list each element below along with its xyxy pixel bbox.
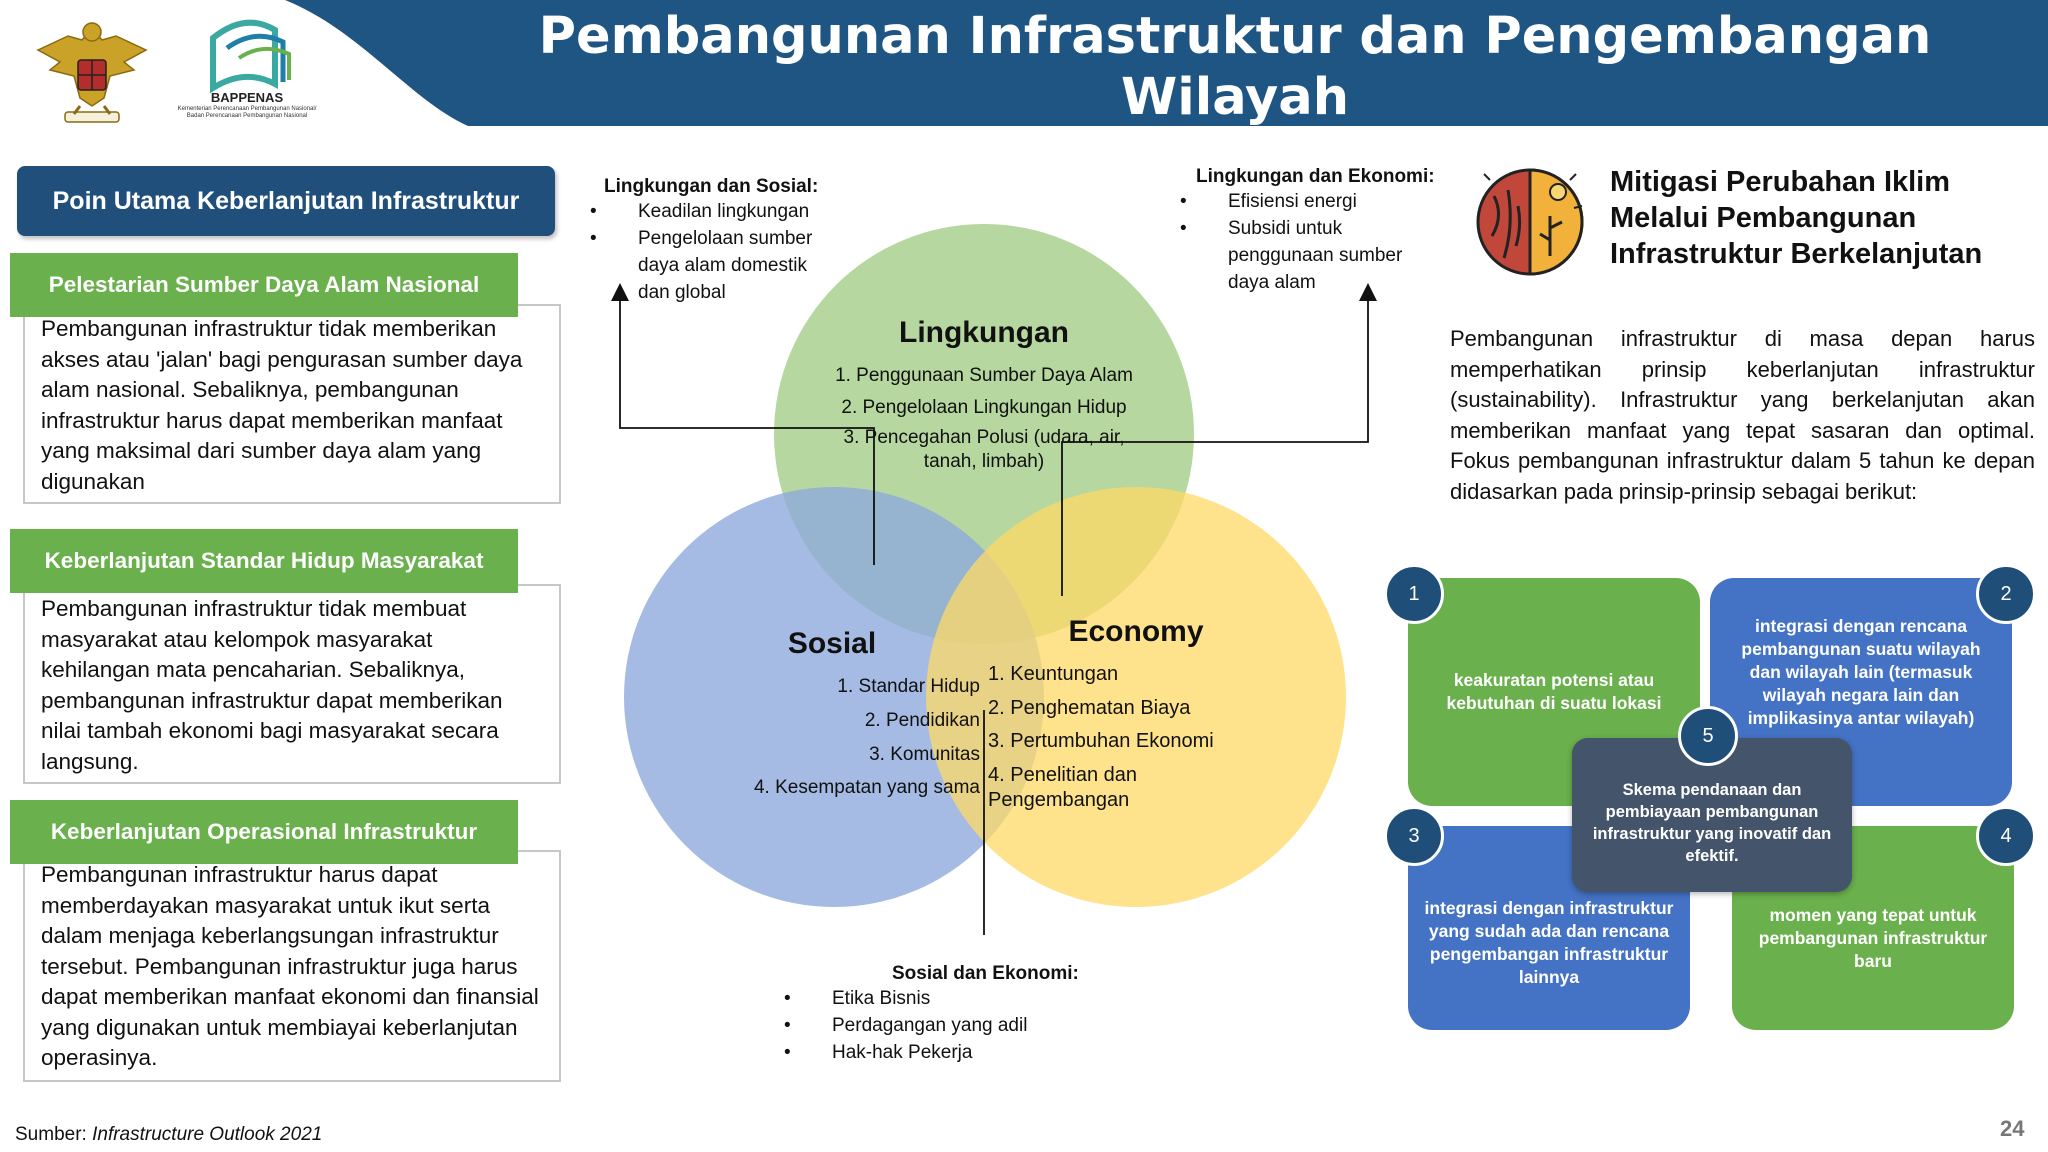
principle-card-3: integrasi dengan infrastruktur yang suda… xyxy=(1408,826,1690,1030)
section-3-title: Keberlanjutan Operasional Infrastruktur xyxy=(10,800,518,864)
page-title-line-2: berbasis Infrastruktur Berkelanjutan xyxy=(706,129,1764,188)
venn-sosial-item-2: 2. Pendidikan xyxy=(865,710,980,731)
note-lingkungan-ekonomi: Lingkungan dan Ekonomi: Efisiensi energi… xyxy=(1180,166,1440,296)
venn-sosial-item-4: 4. Kesempatan yang sama xyxy=(754,777,980,798)
bappenas-logo-icon xyxy=(210,19,291,94)
venn-economy-item-3: 3. Pertumbuhan Ekonomi xyxy=(988,730,1214,752)
principle-badge-5: 5 xyxy=(1678,706,1738,766)
principle-badge-1: 1 xyxy=(1384,564,1444,624)
source-text: Infrastructure Outlook 2021 xyxy=(92,1124,323,1145)
right-panel-paragraph: Pembangunan infrastruktur di masa depan … xyxy=(1450,326,2035,504)
note-sosial-ekonomi-item-2: Perdagangan yang adil xyxy=(784,1012,1084,1039)
venn-economy-item-2: 2. Penghematan Biaya xyxy=(988,697,1191,719)
section-1-box: Pembangunan infrastruktur tidak memberik… xyxy=(23,304,561,504)
note-sosial-ekonomi-item-1: Etika Bisnis xyxy=(784,985,1084,1012)
note-sosial-ekonomi-title: Sosial dan Ekonomi: xyxy=(892,963,1079,984)
note-lingkungan-ekonomi-item-1: Efisiensi energi xyxy=(1180,188,1440,215)
note-lingkungan-sosial-item-2: Pengelolaan sumber daya alam domestik da… xyxy=(590,225,840,306)
note-lingkungan-sosial-title: Lingkungan dan Sosial: xyxy=(604,176,819,197)
note-sosial-ekonomi-item-3: Hak-hak Pekerja xyxy=(784,1039,1084,1066)
right-panel-heading: Mitigasi Perubahan Iklim Melalui Pembang… xyxy=(1610,166,1983,270)
left-panel-heading: Poin Utama Keberlanjutan Infrastruktur xyxy=(17,166,555,236)
venn-sosial-item-3: 3. Komunitas xyxy=(869,744,980,765)
source-note: Sumber: Infrastructure Outlook 2021 xyxy=(15,1124,322,1146)
venn-economy-item-4: 4. Penelitian dan xyxy=(988,764,1137,786)
principle-card-1-text: keakuratan potensi atau kebutuhan di sua… xyxy=(1446,670,1662,713)
section-1-title: Pelestarian Sumber Daya Alam Nasional xyxy=(10,253,518,317)
source-label: Sumber: xyxy=(15,1124,87,1145)
section-3-box: Pembangunan infrastruktur harus dapat me… xyxy=(23,850,561,1082)
venn-lingkungan-item-1: 1. Penggunaan Sumber Daya Alam xyxy=(835,365,1133,386)
principle-card-3-text: integrasi dengan infrastruktur yang suda… xyxy=(1424,898,1674,987)
page-number: 24 xyxy=(2000,1116,2025,1141)
section-2-box: Pembangunan infrastruktur tidak membuat … xyxy=(23,584,561,784)
venn-lingkungan-item-2: 2. Pengelolaan Lingkungan Hidup xyxy=(841,397,1126,418)
section-2-body: Pembangunan infrastruktur tidak membuat … xyxy=(41,596,503,774)
note-lingkungan-ekonomi-title: Lingkungan dan Ekonomi: xyxy=(1196,166,1435,187)
note-sosial-ekonomi: Sosial dan Ekonomi: Etika Bisnis Perdaga… xyxy=(784,963,1084,1066)
section-3-body: Pembangunan infrastruktur harus dapat me… xyxy=(41,862,539,1070)
section-2-title: Keberlanjutan Standar Hidup Masyarakat xyxy=(10,529,518,593)
principle-badge-3: 3 xyxy=(1384,806,1444,866)
principle-badge-2: 2 xyxy=(1976,564,2036,624)
note-lingkungan-sosial-item-1: Keadilan lingkungan xyxy=(590,198,840,225)
note-lingkungan-sosial: Lingkungan dan Sosial: Keadilan lingkung… xyxy=(590,176,840,306)
venn-economy-title: Economy xyxy=(1068,615,1203,648)
page-title: Pembangunan Infrastruktur dan Pengembang… xyxy=(440,6,2030,189)
bappenas-subtitle: Kementerian Perencanaan Pembangunan Nasi… xyxy=(177,106,317,119)
venn-lingkungan-item-3-cont: tanah, limbah) xyxy=(924,451,1044,472)
section-1-body: Pembangunan infrastruktur tidak memberik… xyxy=(41,316,523,494)
principle-card-4-text: momen yang tepat untuk pembangunan infra… xyxy=(1758,904,1988,971)
venn-economy-item-4-cont: Pengembangan xyxy=(988,789,1129,811)
header-band xyxy=(285,0,2048,126)
venn-sosial-item-1: 1. Standar Hidup xyxy=(837,676,980,697)
principle-badge-4: 4 xyxy=(1976,806,2036,866)
venn-circle-economy xyxy=(926,487,1346,907)
principle-card-2: integrasi dengan rencana pembangunan sua… xyxy=(1710,578,2012,806)
venn-diagram: Lingkungan 1. Penggunaan Sumber Daya Ala… xyxy=(611,224,1377,935)
garuda-emblem-icon xyxy=(36,22,148,123)
connector-lingkungan-sosial xyxy=(611,283,875,565)
venn-sosial-title: Sosial xyxy=(788,627,876,660)
venn-lingkungan-title: Lingkungan xyxy=(899,316,1069,349)
connector-lingkungan-ekonomi xyxy=(1061,283,1377,596)
page-title-line-1: Pembangunan Infrastruktur dan Pengembang… xyxy=(538,7,1932,127)
note-lingkungan-ekonomi-item-2: Subsidi untuk penggunaan sumber daya ala… xyxy=(1180,215,1440,296)
principle-card-5-text: Skema pendanaan dan pembiayaan pembangun… xyxy=(1592,781,1832,865)
bappenas-name: BAPPENAS xyxy=(210,90,284,105)
venn-economy-item-1: 1. Keuntungan xyxy=(988,663,1118,685)
venn-circle-sosial xyxy=(624,487,1044,907)
venn-lingkungan-item-3: 3. Pencegahan Polusi (udara, air, xyxy=(844,427,1125,448)
climate-change-icon xyxy=(1476,168,1584,276)
principle-card-2-text: integrasi dengan rencana pembangunan sua… xyxy=(1741,615,1981,728)
